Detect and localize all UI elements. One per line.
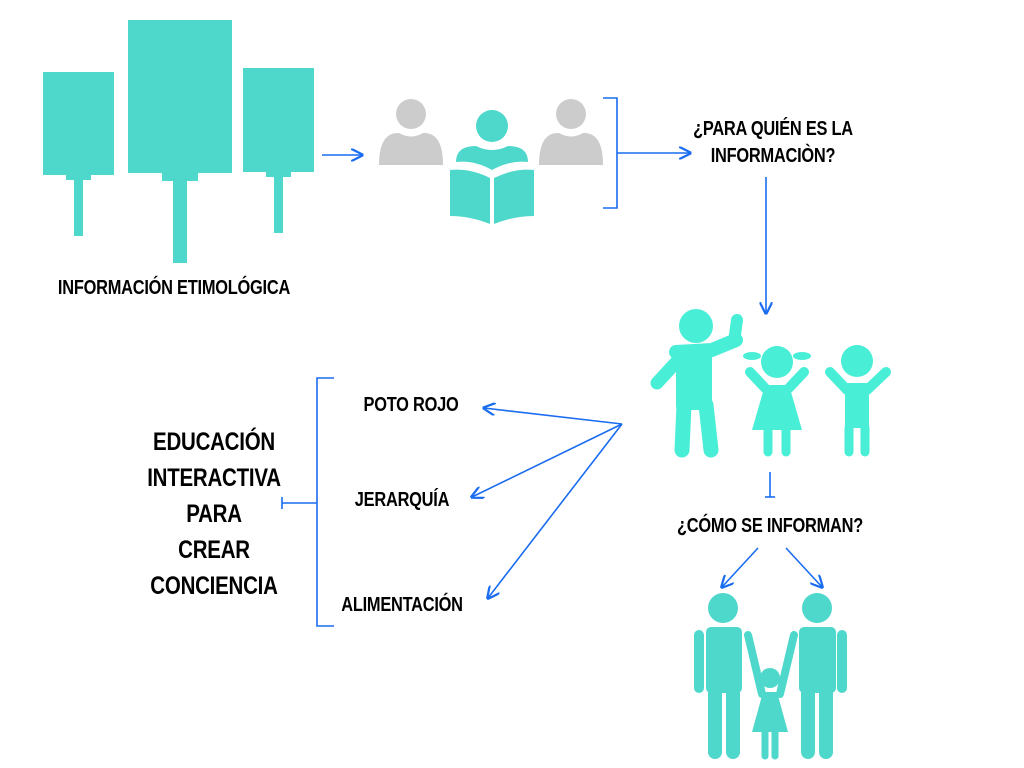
education-line: CREAR (178, 536, 250, 564)
jerarquia-label: JERARQUÍA (354, 489, 450, 511)
poto-rojo-label: POTO ROJO (363, 394, 459, 416)
connectors (281, 97, 822, 627)
education-title: EDUCACIÓN INTERACTIVA PARA CREAR CONCIEN… (147, 424, 281, 604)
family-icon (694, 593, 847, 760)
etymological-info-label: INFORMACIÓN ETIMOLÓGICA (57, 277, 291, 299)
education-line: INTERACTIVA (147, 464, 281, 492)
signboards-icon (43, 20, 314, 263)
alimentacion-label: ALIMENTACIÓN (341, 594, 463, 616)
who-label-line2: INFORMACIÒN? (710, 145, 836, 167)
education-line: PARA (186, 500, 242, 528)
who-label-line1: ¿PARA QUIÉN ES LA (693, 118, 853, 140)
adult-children-icon (650, 309, 891, 458)
how-label: ¿CÓMO SE INFORMAN? (677, 515, 863, 537)
education-line: EDUCACIÓN (153, 428, 275, 456)
readers-icon (379, 99, 603, 224)
education-line: CONCIENCIA (150, 572, 278, 600)
